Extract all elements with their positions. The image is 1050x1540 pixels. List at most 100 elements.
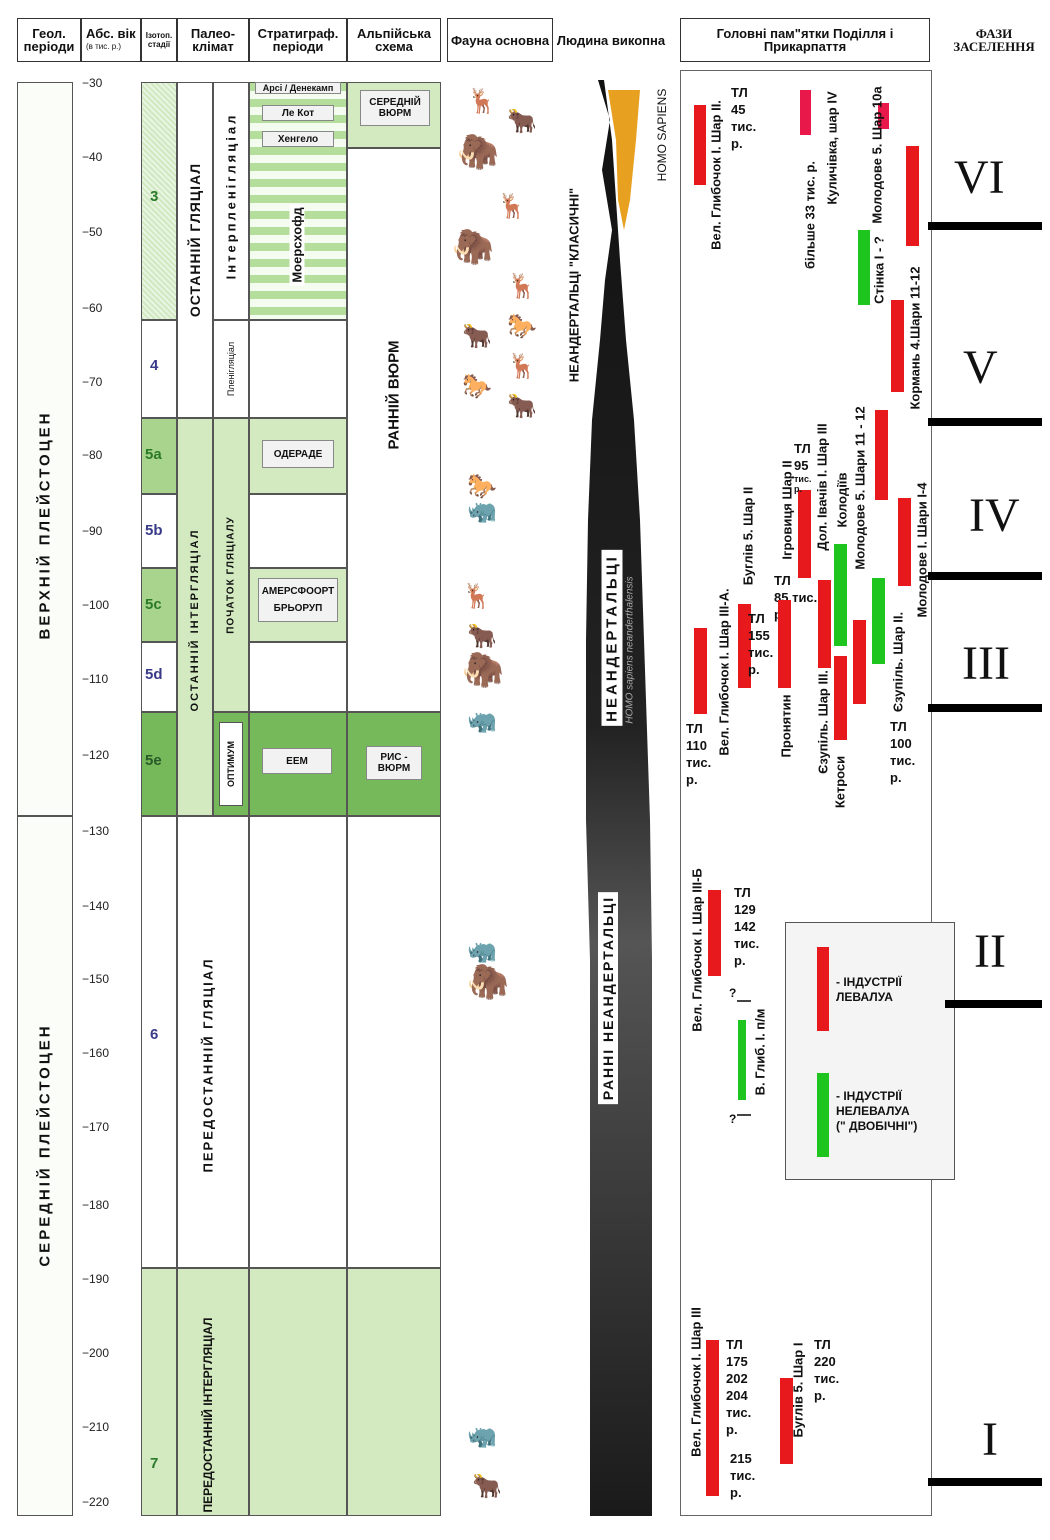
header-isotope: Ізотоп. стадії (141, 18, 177, 62)
paleo-penult-interglacial-label: ПЕРЕДОСТАННІЙ ІНТЕРГЛЯЦІАЛ (201, 1317, 215, 1513)
alps-plain (347, 816, 441, 1268)
tl-100: ТЛ 100 тис. р. (890, 719, 916, 785)
tl-95: ТЛ 95 (794, 441, 811, 473)
tick: −170 (82, 1120, 110, 1134)
mammoth-icon: 🦣 (467, 963, 510, 1001)
phase-divider (928, 572, 1042, 580)
mammoth-icon: 🦣 (462, 651, 505, 689)
tl-129: ТЛ 129 142 тис. р. (734, 885, 760, 968)
tick: −200 (82, 1346, 110, 1360)
levallois-bar-molodove10a (878, 103, 889, 129)
nonlevallois-bar-yezupil2 (872, 578, 885, 664)
levallois-bar-glyb3a (694, 628, 707, 714)
site-buhliv5-2: Буглів 5. Шар II (740, 486, 756, 586)
levallois-bar-kulychivka (800, 90, 811, 135)
geo-middle-box (17, 816, 73, 1516)
paleo-last-interglacial-label: ОСТАННІЙ ІНТЕРГЛЯЦІАЛ (189, 528, 201, 712)
header-abs-age: Абс. вік (в тис. р.) (81, 18, 141, 62)
bison-icon: 🐂 (467, 623, 497, 650)
vglyb-bracket (737, 1000, 751, 1116)
strat-plain-5 (249, 1268, 347, 1516)
site-kulychivka: Куличівка, шар IV (824, 91, 840, 205)
paleo-penult-interglacial (177, 1268, 249, 1516)
legend-swatch-nonlevallois (817, 1073, 829, 1157)
rhino-icon: 🦏 (467, 498, 497, 525)
tick: −30 (82, 76, 103, 90)
sites-frame (680, 70, 932, 1516)
levallois-bar-ivachiv (818, 580, 831, 668)
paleo-pleni-label: Пленігляціал (226, 341, 236, 397)
tl-95b: тис. р. (794, 474, 812, 494)
tl-155: ТЛ 155 тис. р. (748, 611, 774, 677)
geo-middle-label: СЕРЕДНІЙ ПЛЕЙСТОЦЕН (36, 1023, 54, 1267)
nonlevallois-bar-stinka (858, 230, 870, 305)
vglyb-question-bottom: ? (729, 1112, 737, 1126)
site-more33: більше 33 тис. р. (802, 160, 818, 270)
site-glyb3: Вел. Глибочок I. Шар III (688, 1307, 704, 1457)
phase-4: IV (969, 489, 1020, 542)
strat-le-kot: Ле Кот (262, 105, 334, 121)
human-neanderthals-label: НЕАНДЕРТАЛЬЦІ (601, 550, 623, 726)
iso-label-5e: 5e (145, 752, 162, 769)
site-molodove1: Молодове I. Шари I-4 (914, 482, 930, 618)
header-alpine: Альпійська схема (347, 18, 441, 62)
tick: −50 (82, 225, 103, 239)
levallois-bar-kormani (891, 300, 904, 392)
horse-icon: 🐎 (462, 373, 492, 400)
paleo-optimum-label: ОПТИМУМ (226, 740, 236, 788)
bison-icon: 🐂 (507, 393, 537, 420)
phase-5: V (963, 341, 998, 394)
alps-mid-wurm: СЕРЕДНІЙ ВЮРМ (360, 90, 430, 126)
iso-label-4: 4 (150, 357, 159, 374)
header-paleoclimate: Палео- клімат (177, 18, 249, 62)
phase-divider (928, 418, 1042, 426)
phase-3: III (962, 637, 1010, 690)
header-stratigraphy: Стратиграф. періоди (249, 18, 347, 62)
levallois-bar-buhliv5-2 (738, 604, 751, 688)
site-kormani: Кормань 4.Шари 11-12 (907, 266, 923, 410)
strat-eem: ЕЕМ (262, 748, 332, 774)
paleo-last-glacial-label: ОСТАННІЙ ГЛЯЦІАЛ (187, 162, 203, 318)
iso-5e (141, 712, 177, 816)
mammoth-icon: 🦣 (452, 228, 495, 266)
iso-label-7: 7 (150, 1455, 159, 1472)
tick: −190 (82, 1272, 110, 1286)
site-stinka: Стінка I - ? (871, 236, 887, 304)
tick: −40 (82, 150, 103, 164)
tick: −210 (82, 1420, 110, 1434)
fauna-column: 🦌 🦣 🐂 🦌 🦣 🦌 🐂 🐎 🦌 🐎 🐂 🐎 🦏 🦌 🐂 🦣 🦏 🦏 🦣 🦏 … (447, 82, 553, 1516)
strat-plain-1 (249, 320, 347, 418)
phase-1: I (982, 1413, 998, 1466)
site-ivachiv: Дол. Івачів I. Шар III (814, 423, 830, 551)
tick: −160 (82, 1046, 110, 1060)
legend-nonlevallois-label: - ІНДУСТРІЇ НЕЛЕВАЛУА (" ДВОБІЧНІ") (836, 1089, 918, 1133)
tl-45: ТЛ 45 тис. р. (731, 85, 757, 151)
strat-plain-4 (249, 816, 347, 1268)
iso-label-6: 6 (150, 1026, 159, 1043)
mammoth-icon: 🦣 (457, 133, 500, 171)
tick: −90 (82, 524, 103, 538)
reindeer-icon: 🦌 (462, 583, 492, 610)
site-kolodiiv: Колодіїв (834, 472, 850, 528)
header-sites: Головні пам"ятки Поділля і Прикарпаття (680, 18, 930, 62)
strat-amersfoort-label: АМЕРСФООРТ (261, 586, 335, 597)
iso-5a (141, 418, 177, 494)
paleo-last-interglacial (177, 418, 213, 816)
levallois-bar-yezupil3 (834, 656, 847, 740)
alps-bottom (347, 1268, 441, 1516)
header-abs-age-label: Абс. вік (86, 26, 136, 41)
strat-plain-2 (249, 494, 347, 568)
phase-divider (945, 1000, 1042, 1008)
geo-upper-label: ВЕРХНІЙ ПЛЕЙСТОЦЕН (36, 410, 54, 640)
header-geo: Геол. періоди (17, 18, 81, 62)
iso-6 (141, 816, 177, 1268)
iso-7 (141, 1268, 177, 1516)
tl-110: ТЛ 110 тис. р. (686, 721, 712, 787)
iso-label-5a: 5a (145, 446, 162, 463)
strat-amersfoort: АМЕРСФООРТ БРЬОРУП (258, 578, 338, 622)
legend-swatch-levallois (817, 947, 829, 1031)
tick: −130 (82, 824, 110, 838)
iso-label-3: 3 (150, 188, 159, 205)
bison-icon: 🐂 (472, 1473, 502, 1500)
rhino-icon: 🦏 (467, 708, 497, 735)
